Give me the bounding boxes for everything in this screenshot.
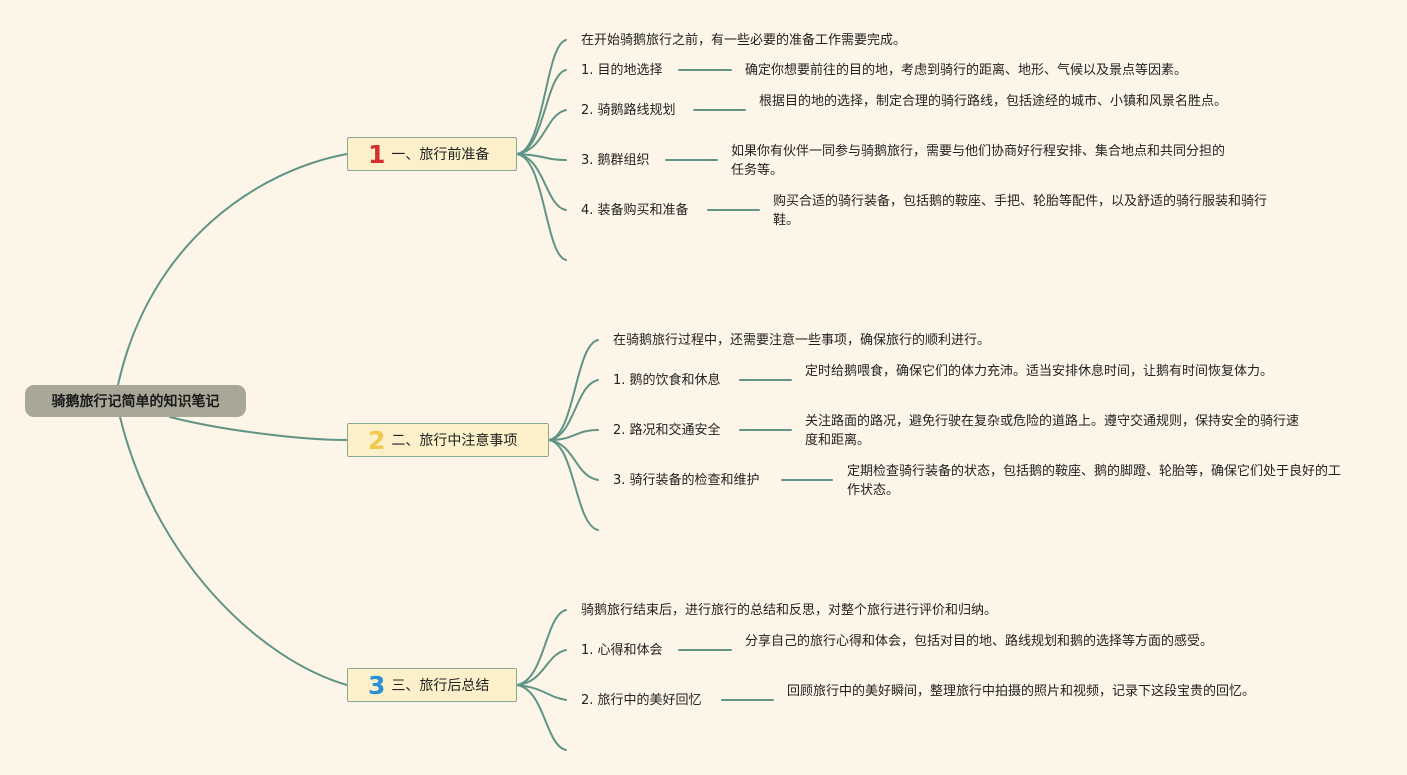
branch-1-item-3-detail[interactable]: 如果你有伙伴一同参与骑鹅旅行，需要与他们协商好行程安排、集合地点和共同分担的任务…	[731, 144, 1226, 178]
branch-3-item-2[interactable]: 2. 旅行中的美好回忆	[581, 693, 702, 708]
branch-2-item-1-detail[interactable]: 定时给鹅喂食，确保它们的体力充沛。适当安排休息时间，让鹅有时间恢复体力。	[805, 364, 1274, 379]
number-one-icon: 1	[368, 139, 386, 169]
branch-label: 一、旅行前准备	[391, 147, 490, 163]
branch-label: 二、旅行中注意事项	[391, 433, 518, 449]
branch-1-item-1[interactable]: 1. 目的地选择	[581, 63, 663, 78]
branch-1-item-4-detail[interactable]: 购买合适的骑行装备，包括鹅的鞍座、手把、轮胎等配件，以及舒适的骑行服装和骑行鞋。	[773, 194, 1268, 228]
branch-2-item-2-detail[interactable]: 关注路面的路况，避免行驶在复杂或危险的道路上。遵守交通规则，保持安全的骑行速度和…	[805, 414, 1300, 448]
branch-2-item-3[interactable]: 3. 骑行装备的检查和维护	[613, 473, 760, 488]
branch-1-item-4[interactable]: 4. 装备购买和准备	[581, 203, 689, 218]
number-three-icon: 3	[368, 670, 386, 700]
connector-root-branch3	[119, 416, 348, 686]
branch-3-item-1[interactable]: 1. 心得和体会	[581, 643, 663, 658]
branch-node-3[interactable]: 3 三、旅行后总结	[347, 668, 517, 702]
number-two-icon: 2	[368, 425, 386, 455]
branch-1-item-3[interactable]: 3. 鹅群组织	[581, 153, 650, 168]
root-node[interactable]: 骑鹅旅行记简单的知识笔记	[25, 385, 246, 417]
branch-2-item-3-detail[interactable]: 定期检查骑行装备的状态，包括鹅的鞍座、鹅的脚蹬、轮胎等，确保它们处于良好的工作状…	[847, 464, 1342, 498]
branch-label: 三、旅行后总结	[391, 678, 490, 694]
branch-3-item-1-detail[interactable]: 分享自己的旅行心得和体会，包括对目的地、路线规划和鹅的选择等方面的感受。	[745, 634, 1214, 649]
branch-node-1[interactable]: 1 一、旅行前准备	[347, 137, 517, 171]
branch-2-intro[interactable]: 在骑鹅旅行过程中，还需要注意一些事项，确保旅行的顺利进行。	[613, 333, 991, 348]
branch-1-item-1-detail[interactable]: 确定你想要前往的目的地，考虑到骑行的距离、地形、气候以及景点等因素。	[745, 63, 1188, 78]
branch-3-item-2-detail[interactable]: 回顾旅行中的美好瞬间，整理旅行中拍摄的照片和视频，记录下这段宝贵的回忆。	[787, 684, 1256, 699]
branch-2-item-2[interactable]: 2. 路况和交通安全	[613, 423, 721, 438]
connector-root-branch2	[169, 416, 348, 441]
branch-node-2[interactable]: 2 二、旅行中注意事项	[347, 423, 549, 457]
branch-2-item-1[interactable]: 1. 鹅的饮食和休息	[613, 373, 721, 388]
root-title: 骑鹅旅行记简单的知识笔记	[51, 394, 220, 410]
branch-1-intro[interactable]: 在开始骑鹅旅行之前，有一些必要的准备工作需要完成。	[581, 33, 907, 48]
branch-1-item-2[interactable]: 2. 骑鹅路线规划	[581, 103, 676, 118]
branch-1-item-2-detail[interactable]: 根据目的地的选择，制定合理的骑行路线，包括途经的城市、小镇和风景名胜点。	[759, 94, 1228, 109]
connector-root-branch1	[117, 153, 348, 386]
branch-3-intro[interactable]: 骑鹅旅行结束后，进行旅行的总结和反思，对整个旅行进行评价和归纳。	[581, 603, 998, 618]
